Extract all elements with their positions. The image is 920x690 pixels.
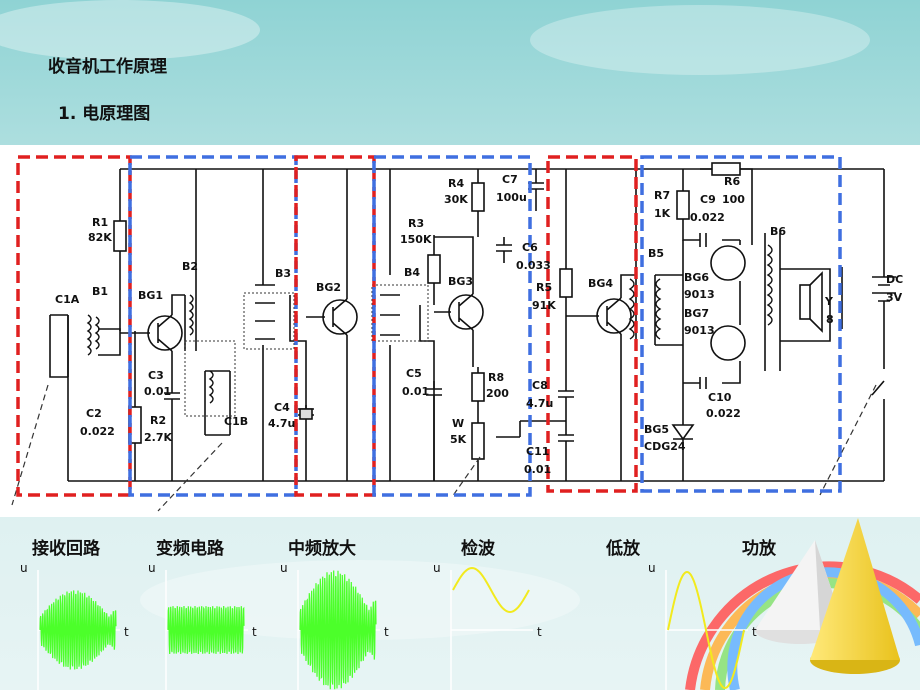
c8-label: C8	[532, 379, 548, 392]
r8-label: R8	[488, 371, 504, 384]
radio-schematic: R1 82K C1A B1 BG1 B2 C3 0.01 C2 0.022 R2…	[0, 145, 920, 517]
r5-value: 91K	[532, 299, 556, 312]
section-subtitle: 1. 电原理图	[58, 104, 151, 124]
bg7-label: BG7	[684, 307, 709, 320]
r3-value: 150K	[400, 233, 432, 246]
waveform-panel-mixed: ut	[148, 561, 257, 690]
waveform-panel-am: ut	[20, 561, 129, 690]
bg6-label: BG6	[684, 271, 709, 284]
c1a-label: C1A	[55, 293, 80, 306]
r6-label: R6	[724, 175, 740, 188]
b2-label: B2	[182, 260, 198, 273]
axis-t-label: t	[124, 625, 129, 639]
waveform-audio_large	[667, 570, 745, 690]
waveform-audio	[452, 566, 530, 614]
c7-value: 100u	[496, 191, 527, 204]
b6-label: B6	[770, 225, 786, 238]
c10-label: C10	[708, 391, 732, 404]
c6-value: 0.033	[516, 259, 551, 272]
bg5-label: BG5	[644, 423, 669, 436]
r5-label: R5	[536, 281, 552, 294]
bg7-type: 9013	[684, 324, 715, 337]
axis-t-label: t	[384, 625, 389, 639]
c9-label: C9	[700, 193, 716, 206]
c9-value: 0.022	[690, 211, 725, 224]
bg5-type: CDG24	[644, 440, 686, 453]
r8-value: 200	[486, 387, 509, 400]
axis-t-label: t	[752, 625, 757, 639]
r6-value: 100	[722, 193, 745, 206]
stage-label-detector: 检波	[461, 539, 495, 559]
c8-value: 4.7u	[526, 397, 553, 410]
w-value: 5K	[450, 433, 467, 446]
speaker-label: Y	[824, 295, 834, 308]
axis-t-label: t	[537, 625, 542, 639]
c5-value: 0.01	[402, 385, 429, 398]
c10-value: 0.022	[706, 407, 741, 420]
c4-value: 4.7u	[268, 417, 295, 430]
c1b-label: C1B	[224, 415, 248, 428]
c5-label: C5	[406, 367, 422, 380]
c11-label: C11	[526, 445, 549, 458]
stage-label-mixer: 变频电路	[156, 539, 224, 559]
c6-label: C6	[522, 241, 538, 254]
waveform-am	[39, 590, 117, 670]
b1-label: B1	[92, 285, 108, 298]
axis-u-label: u	[280, 561, 288, 575]
stage-label-power-amp: 功放	[742, 539, 776, 559]
r4-label: R4	[448, 177, 464, 190]
c3-label: C3	[148, 369, 164, 382]
stage-label-if-amp: 中频放大	[288, 539, 356, 559]
r7-label: R7	[654, 189, 670, 202]
c11-value: 0.01	[524, 463, 551, 476]
c7-label: C7	[502, 173, 518, 186]
r3-label: R3	[408, 217, 424, 230]
r1-value: 82K	[88, 231, 112, 244]
r2-value: 2.7K	[144, 431, 172, 444]
c2-value: 0.022	[80, 425, 115, 438]
c4-label: C4	[274, 401, 290, 414]
cone-decoration	[755, 518, 900, 674]
r2-label: R2	[150, 414, 166, 427]
c3-value: 0.01	[144, 385, 171, 398]
battery-value: 3V	[886, 291, 903, 304]
stage-label-audio-amp: 低放	[606, 539, 640, 559]
axis-u-label: u	[648, 561, 656, 575]
r4-value: 30K	[444, 193, 468, 206]
waveform-mixed	[167, 605, 245, 655]
r7-value: 1K	[654, 207, 671, 220]
axis-u-label: u	[433, 561, 441, 575]
battery-label: DC	[886, 273, 903, 286]
page-title: 收音机工作原理	[48, 57, 167, 77]
waveform-panel-am_large: ut	[280, 561, 389, 690]
bg1-label: BG1	[138, 289, 163, 302]
b3-label: B3	[275, 267, 291, 280]
bg2-label: BG2	[316, 281, 341, 294]
stage-label-receive: 接收回路	[32, 539, 100, 559]
waveform-panel-audio: ut	[433, 561, 542, 690]
b4-label: B4	[404, 266, 420, 279]
waveform-am_large	[299, 570, 377, 690]
c2-label: C2	[86, 407, 102, 420]
waveform-panel-audio_large: ut	[648, 561, 757, 690]
r1-label: R1	[92, 216, 108, 229]
bg4-label: BG4	[588, 277, 613, 290]
axis-t-label: t	[252, 625, 257, 639]
w-label: W	[452, 417, 464, 430]
b5-label: B5	[648, 247, 664, 260]
axis-u-label: u	[20, 561, 28, 575]
bg3-label: BG3	[448, 275, 473, 288]
speaker-value: 8	[826, 313, 834, 326]
axis-u-label: u	[148, 561, 156, 575]
bg6-type: 9013	[684, 288, 715, 301]
